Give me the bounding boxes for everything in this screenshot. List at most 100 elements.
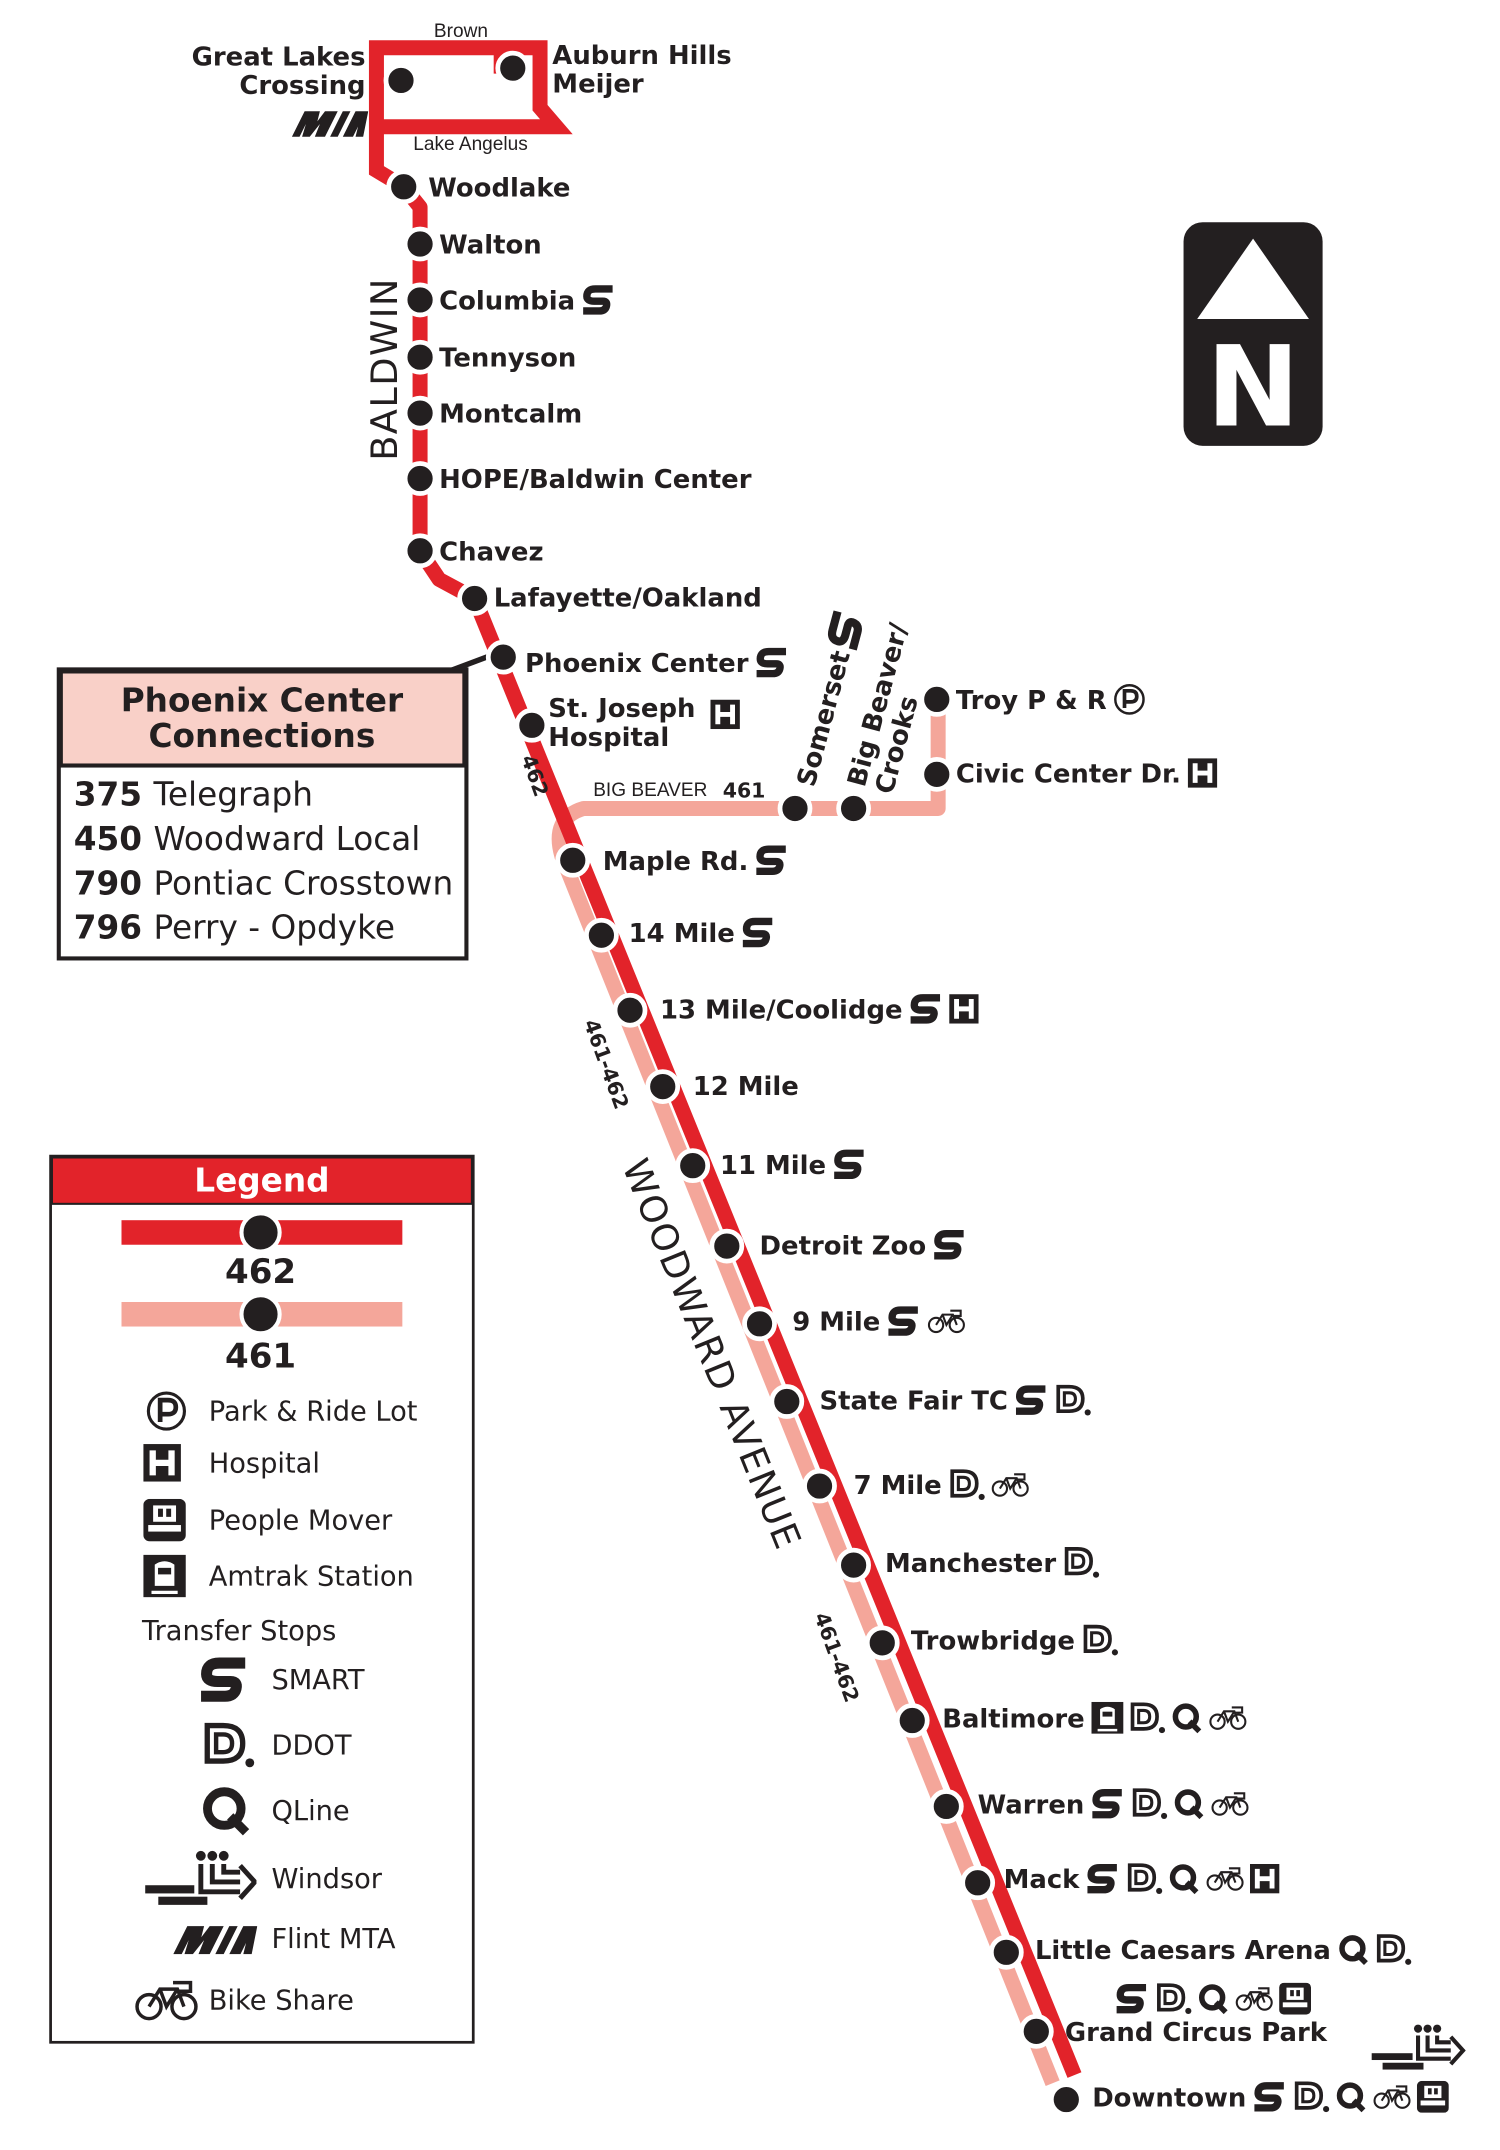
station-dot[interactable] xyxy=(514,707,550,743)
station-dot[interactable] xyxy=(988,1934,1024,1970)
legend-label: Flint MTA xyxy=(271,1924,395,1955)
station[interactable]: 13 Mile/Coolidge xyxy=(612,992,979,1028)
station[interactable]: Downtown xyxy=(1048,2080,1449,2117)
station-dot[interactable] xyxy=(402,395,438,431)
station[interactable]: Manchester xyxy=(836,1547,1100,1583)
qline-icon xyxy=(1342,1938,1366,1963)
road-label-big-beaver: BIG BEAVER xyxy=(593,780,707,801)
station-dot[interactable] xyxy=(919,756,955,792)
station[interactable]: Lafayette/Oakland xyxy=(457,581,762,616)
hospital-icon xyxy=(1250,1864,1279,1893)
station[interactable]: Baltimore xyxy=(894,1701,1247,1738)
station-dot[interactable] xyxy=(495,50,531,86)
station[interactable]: Troy P & R xyxy=(919,682,1146,717)
bike-share-icon xyxy=(991,1473,1029,1497)
ddot-icon xyxy=(1376,1934,1412,1967)
north-letter: N xyxy=(1206,322,1300,452)
legend-stop-dot xyxy=(239,1293,282,1336)
station[interactable]: Big Beaver/Crooks xyxy=(836,620,943,826)
station[interactable]: Mack xyxy=(960,1863,1280,1901)
station[interactable]: Chavez xyxy=(402,533,544,569)
station[interactable]: Maple Rd. xyxy=(555,842,786,878)
station[interactable]: 9 Mile xyxy=(742,1306,965,1342)
smart-icon xyxy=(888,1310,917,1332)
station[interactable]: 11 Mile xyxy=(675,1148,864,1184)
smart-icon xyxy=(934,1234,963,1256)
legend-title: Legend xyxy=(194,1162,329,1200)
station-dot[interactable] xyxy=(485,639,521,675)
station-label-line: Meijer xyxy=(552,70,644,100)
station[interactable]: Trowbridge xyxy=(864,1624,1119,1661)
station-dot[interactable] xyxy=(1048,2082,1084,2117)
smart-icon xyxy=(1254,2086,1283,2108)
station-dot[interactable] xyxy=(928,1789,964,1824)
station-dot[interactable] xyxy=(584,917,619,953)
station-label-line: Montcalm xyxy=(439,400,582,430)
station-dot[interactable] xyxy=(1018,2014,1054,2049)
station-dot[interactable] xyxy=(769,1384,805,1419)
qline-icon xyxy=(1340,2085,1364,2110)
station[interactable]: Grand Circus Park xyxy=(1018,1982,1328,2049)
station[interactable]: Tennyson xyxy=(402,339,576,375)
station[interactable]: Somerset xyxy=(777,611,861,826)
station[interactable]: Detroit Zoo xyxy=(709,1228,964,1264)
station-dot[interactable] xyxy=(894,1703,930,1738)
station[interactable]: Columbia xyxy=(402,282,613,318)
station[interactable]: Little Caesars Arena xyxy=(988,1934,1412,1970)
station-dot[interactable] xyxy=(612,992,648,1028)
station-dot[interactable] xyxy=(457,581,492,616)
station[interactable]: State Fair TC xyxy=(769,1384,1092,1419)
station-label-line: Tennyson xyxy=(439,344,576,374)
station-dot[interactable] xyxy=(777,791,813,826)
station-label: Warren xyxy=(978,1790,1085,1820)
station[interactable]: 12 Mile xyxy=(645,1069,799,1104)
station-dot[interactable] xyxy=(836,791,871,826)
legend-label: Bike Share xyxy=(209,1986,354,2017)
station-dot[interactable] xyxy=(402,461,438,496)
station-dot[interactable] xyxy=(402,282,438,318)
station[interactable]: 14 Mile xyxy=(584,917,772,953)
station[interactable]: Phoenix Center xyxy=(485,639,786,679)
amtrak-icon xyxy=(143,1554,186,1598)
station-label-line: Civic Center Dr. xyxy=(956,760,1181,790)
station-dot[interactable] xyxy=(709,1228,745,1264)
station[interactable]: Montcalm xyxy=(402,395,582,431)
smart-icon xyxy=(1087,1868,1116,1890)
station-dot[interactable] xyxy=(386,169,422,205)
station[interactable]: Walton xyxy=(402,226,542,262)
station-dot[interactable] xyxy=(742,1306,777,1342)
station-dot[interactable] xyxy=(675,1148,711,1184)
bike-share-icon xyxy=(1235,1987,1273,2011)
station[interactable]: HOPE/Baldwin Center xyxy=(402,461,752,496)
station-label-line: Troy P & R xyxy=(956,686,1107,716)
station[interactable]: Warren xyxy=(928,1788,1249,1824)
station-label-line: HOPE/Baldwin Center xyxy=(439,465,752,495)
station-dot[interactable] xyxy=(919,682,955,717)
station-dot[interactable] xyxy=(402,339,438,375)
legend-label: SMART xyxy=(271,1665,364,1696)
station[interactable]: 7 Mile xyxy=(802,1468,1029,1504)
station-dot[interactable] xyxy=(645,1069,681,1104)
station-dot[interactable] xyxy=(960,1865,996,1901)
station[interactable]: Woodlake xyxy=(386,169,571,205)
legend-label: DDOT xyxy=(271,1731,351,1762)
qline-icon xyxy=(1175,1706,1199,1731)
bike-share-icon xyxy=(927,1309,965,1334)
street-label-brown: Brown xyxy=(434,21,488,42)
station-dot[interactable] xyxy=(383,63,419,98)
station-dot[interactable] xyxy=(402,533,438,569)
route-number: 796 xyxy=(74,909,154,947)
legend-transfer-item: DDOT xyxy=(207,1726,352,1768)
station-label-line: Baltimore xyxy=(942,1704,1084,1734)
legend-label: Amtrak Station xyxy=(209,1562,414,1593)
station-dot[interactable] xyxy=(555,842,591,878)
station-label-line: Walton xyxy=(439,231,542,261)
station-dot[interactable] xyxy=(864,1625,900,1661)
station[interactable]: Civic Center Dr. xyxy=(919,756,1217,792)
station-dot[interactable] xyxy=(802,1468,837,1504)
station-dot[interactable] xyxy=(402,226,438,262)
station-dot[interactable] xyxy=(836,1547,871,1583)
